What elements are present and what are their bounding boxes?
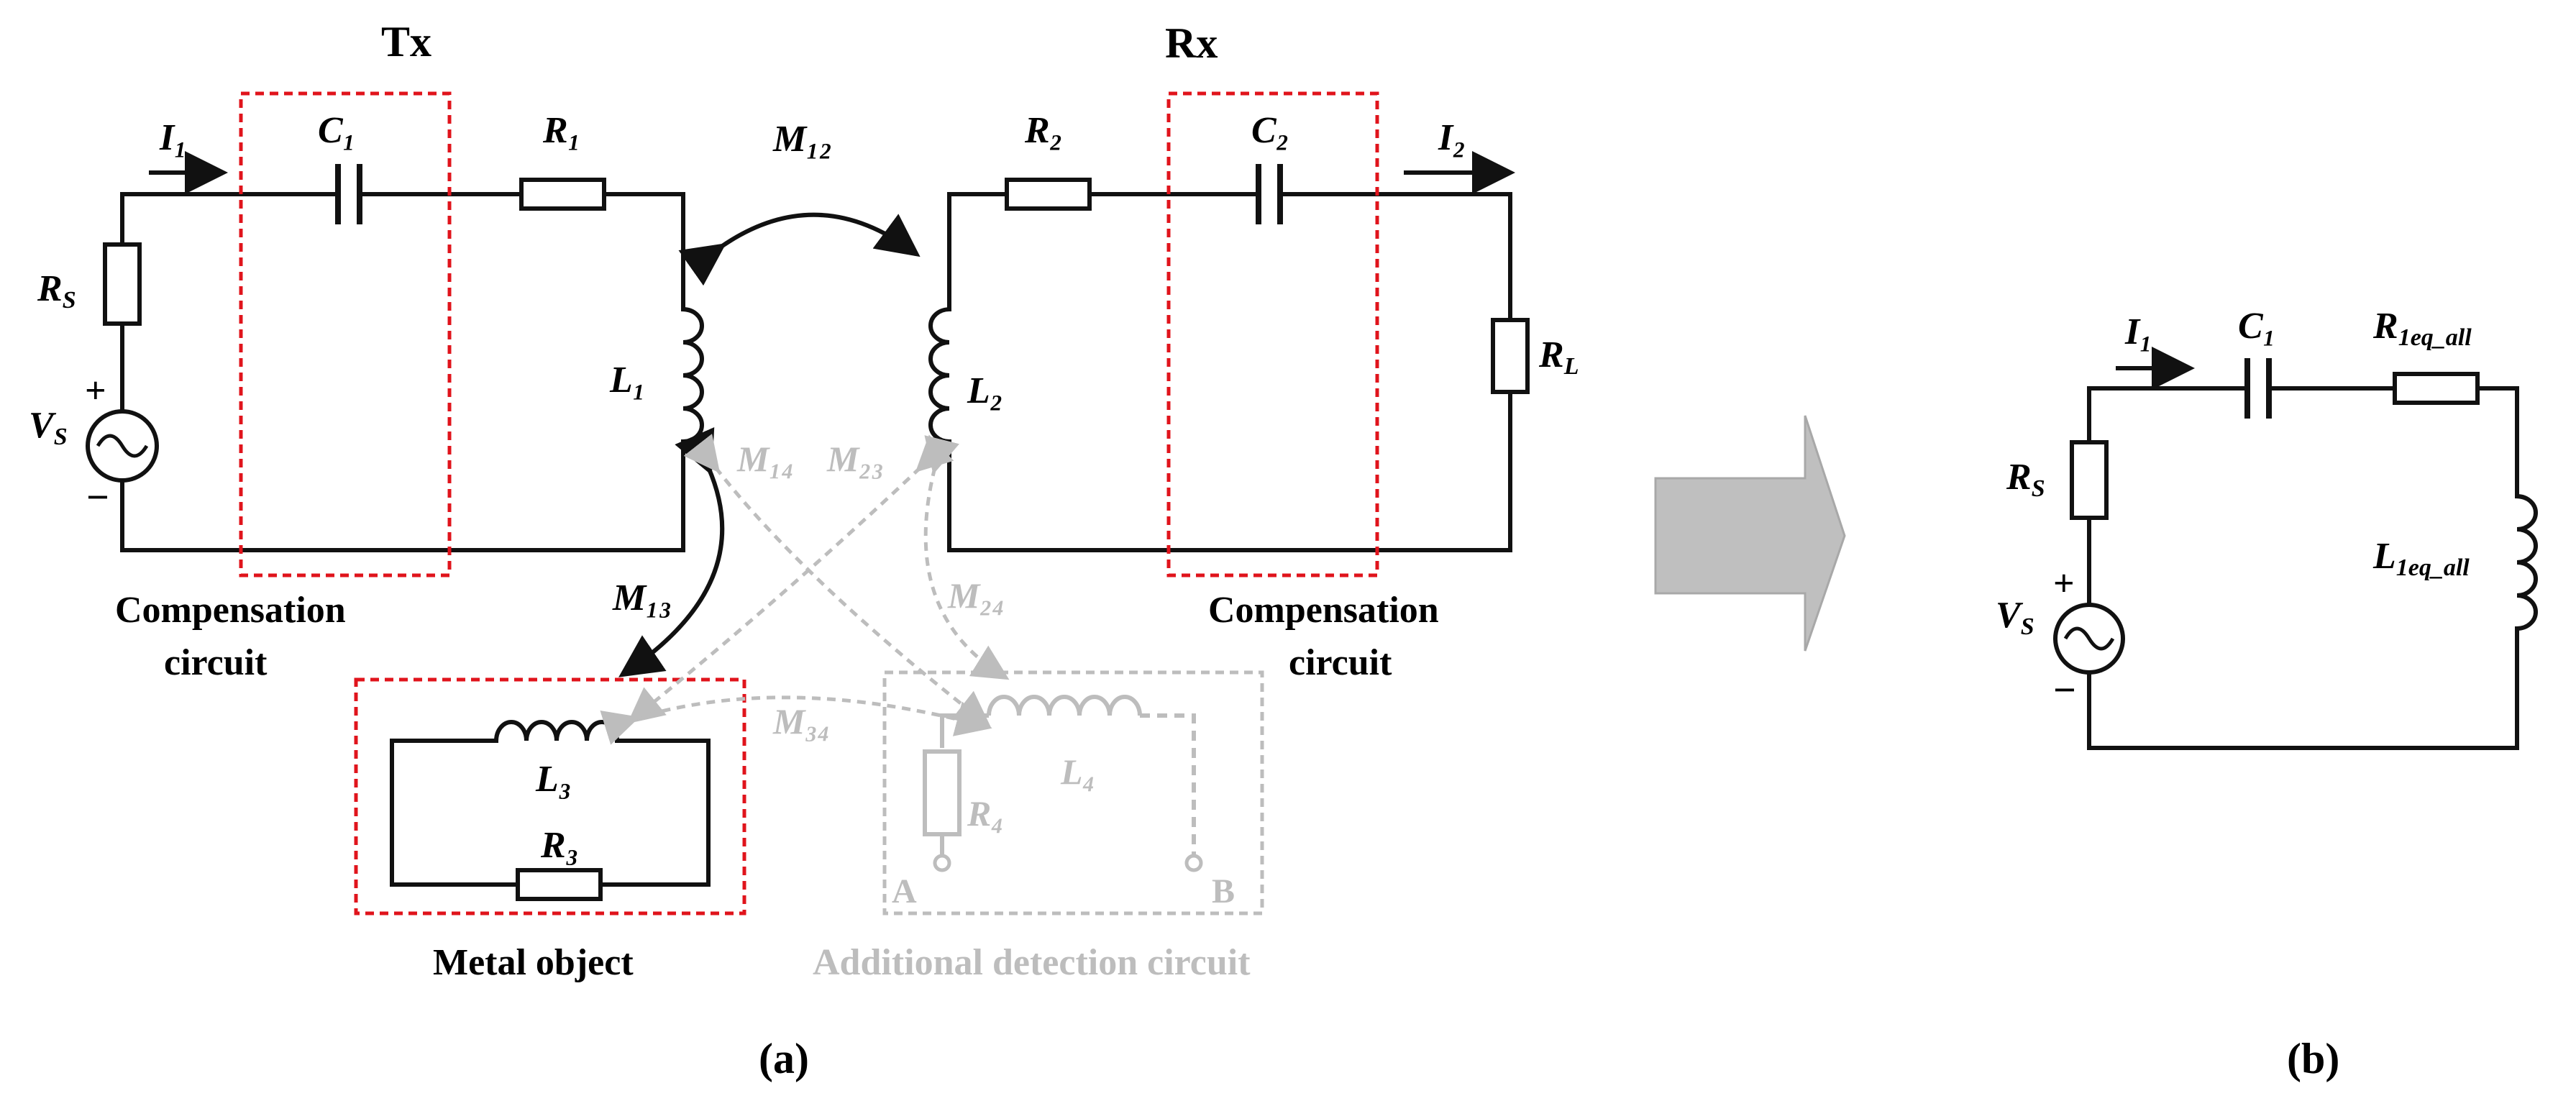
mutual-arrow-m13 xyxy=(618,427,725,677)
resistor-r2 xyxy=(1005,178,1092,211)
label-i1: I₁ xyxy=(159,117,187,158)
label-i2: I₂ xyxy=(1438,117,1466,158)
caption-a: (a) xyxy=(759,1035,809,1082)
capacitor-c2 xyxy=(1256,164,1283,224)
label-m14: M₁₄ xyxy=(736,439,794,479)
label-r2: R₂ xyxy=(1024,110,1063,151)
resistor-r4 xyxy=(923,749,962,836)
resistor-r1 xyxy=(519,178,606,211)
resistor-r3 xyxy=(516,868,603,901)
equivalent-loop xyxy=(2087,386,2519,750)
minus-sign-b: − xyxy=(2053,668,2076,713)
tx-loop xyxy=(120,192,685,552)
inductor-l3 xyxy=(493,720,620,744)
label-m12: M₁₂ xyxy=(772,119,833,160)
voltage-source-vs xyxy=(86,409,159,483)
label-m34: M₃₄ xyxy=(772,701,830,741)
compensation-left-line1: Compensation xyxy=(115,590,346,631)
minus-sign-a: − xyxy=(86,475,109,520)
compensation-right-line2: circuit xyxy=(1289,642,1392,683)
compensation-left-line2: circuit xyxy=(164,642,268,683)
mutual-arrow-m14 xyxy=(683,434,991,728)
capacitor-c1-b xyxy=(2244,358,2272,419)
label-vs-b: VS xyxy=(1996,595,2034,640)
inductor-l4 xyxy=(987,695,1142,716)
terminal-b-label: B xyxy=(1212,872,1235,910)
tx-label: Tx xyxy=(381,18,431,65)
metal-object-box xyxy=(354,677,746,915)
compensation-box-rx xyxy=(1166,91,1379,577)
resistor-r1eq xyxy=(2393,372,2480,405)
capacitor-c1 xyxy=(321,164,383,224)
label-r3: R₃ xyxy=(540,825,579,866)
label-i1-b: I₁ xyxy=(2124,311,2152,352)
label-m23: M₂₃ xyxy=(826,439,884,479)
rx-loop xyxy=(947,192,1512,552)
label-m24: M₂₄ xyxy=(947,575,1005,616)
inductor-l1 xyxy=(680,306,704,444)
label-r1: R₁ xyxy=(542,110,581,151)
voltage-source-vs-b xyxy=(2053,603,2125,675)
rx-label: Rx xyxy=(1165,19,1218,67)
label-r1eq: R1eq_all xyxy=(2372,306,2472,351)
compensation-right-line1: Compensation xyxy=(1208,590,1439,631)
label-m13: M₁₃ xyxy=(612,577,672,618)
additional-detection-label: Additional detection circuit xyxy=(813,942,1251,983)
mutual-arrow-m12 xyxy=(678,212,921,286)
inductor-l1eq xyxy=(2514,493,2538,631)
detection-circuit-box xyxy=(882,670,1264,915)
plus-sign-b: + xyxy=(2053,563,2075,604)
transform-arrow xyxy=(1654,415,1846,652)
label-l3: L₃ xyxy=(535,759,572,800)
compensation-box-tx xyxy=(239,91,452,577)
label-rl: RL xyxy=(1538,334,1579,380)
label-l1: L₁ xyxy=(609,360,646,401)
mutual-arrow-m23 xyxy=(627,434,954,724)
caption-b: (b) xyxy=(2287,1035,2339,1082)
load-resistor-rl xyxy=(1491,318,1530,394)
label-rs: RS xyxy=(37,268,76,314)
source-resistor-rs-b xyxy=(2070,440,2109,520)
label-rs-b: RS xyxy=(2006,457,2045,502)
terminal-a-label: A xyxy=(892,872,917,910)
inductor-l2 xyxy=(928,306,952,444)
metal-object-label: Metal object xyxy=(433,942,634,983)
plus-sign-a: + xyxy=(85,370,106,411)
label-l4: L₄ xyxy=(1060,752,1095,792)
label-vs: VS xyxy=(29,405,68,450)
mutual-arrow-m24 xyxy=(923,435,1010,680)
label-r4: R₄ xyxy=(967,793,1004,834)
label-c2: C₂ xyxy=(1251,110,1289,151)
label-c1: C₁ xyxy=(318,110,356,151)
label-l2: L₂ xyxy=(967,370,1003,411)
label-l1eq: L1eq_all xyxy=(2372,536,2470,581)
source-resistor-rs xyxy=(103,242,142,326)
label-c1-b: C₁ xyxy=(2238,306,2276,347)
